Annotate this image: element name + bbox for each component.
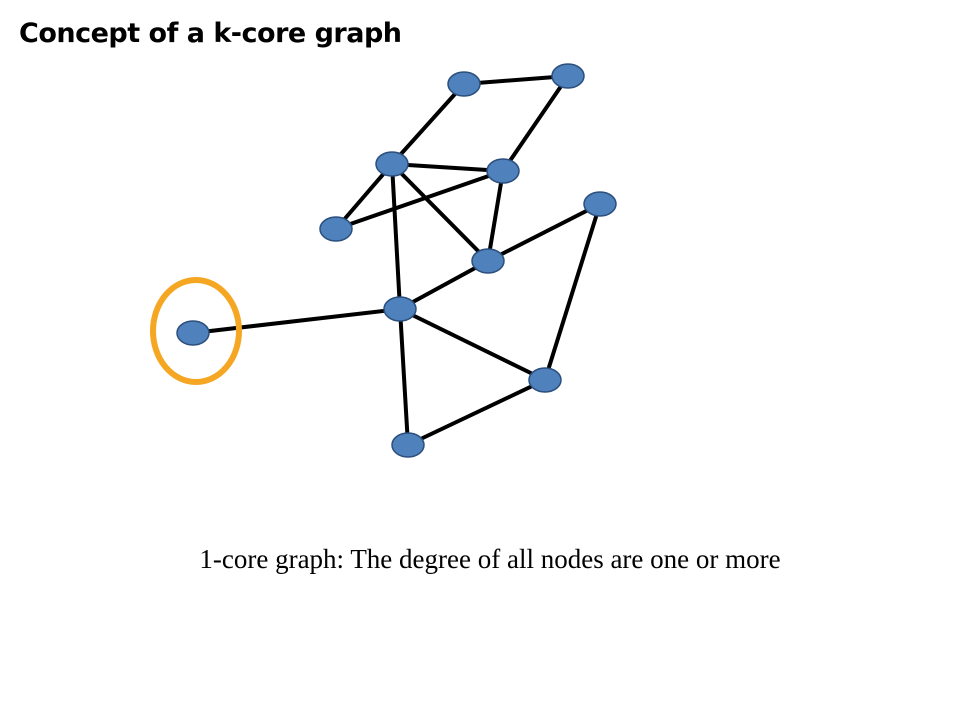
graph-nodes bbox=[176, 63, 617, 458]
edge-n10-n11 bbox=[406, 378, 547, 447]
edge-n8-n9 bbox=[191, 307, 402, 335]
slide-title: Concept of a k-core graph bbox=[19, 18, 402, 49]
edge-n4-n5 bbox=[334, 169, 505, 231]
highlight-ring-n9 bbox=[150, 277, 242, 385]
edge-n3-n7 bbox=[390, 162, 490, 263]
node-n1 bbox=[447, 71, 481, 97]
edge-n7-n8 bbox=[398, 259, 490, 311]
graph-edges bbox=[191, 74, 602, 447]
edge-n7-n6 bbox=[486, 202, 602, 263]
edge-n8-n10 bbox=[398, 307, 547, 382]
caption: 1-core graph: The degree of all nodes ar… bbox=[199, 544, 781, 574]
node-n7 bbox=[471, 248, 505, 274]
edge-n4-n7 bbox=[486, 169, 505, 263]
edge-n1-n3 bbox=[390, 82, 466, 166]
node-n9 bbox=[176, 320, 210, 346]
node-n3 bbox=[375, 151, 409, 177]
node-n2 bbox=[551, 63, 585, 89]
graph-highlights bbox=[150, 277, 242, 385]
edge-n3-n4 bbox=[390, 162, 505, 173]
edge-n1-n2 bbox=[462, 74, 570, 86]
node-n8 bbox=[383, 296, 417, 322]
node-n11 bbox=[391, 432, 425, 458]
node-n10 bbox=[528, 367, 562, 393]
edge-n3-n8 bbox=[390, 162, 402, 311]
edge-n6-n10 bbox=[543, 202, 602, 382]
edge-n8-n11 bbox=[398, 307, 410, 447]
node-n4 bbox=[486, 158, 520, 184]
edge-n2-n4 bbox=[501, 74, 570, 173]
node-n6 bbox=[583, 191, 617, 217]
node-n5 bbox=[319, 216, 353, 242]
edge-n3-n5 bbox=[334, 162, 394, 231]
